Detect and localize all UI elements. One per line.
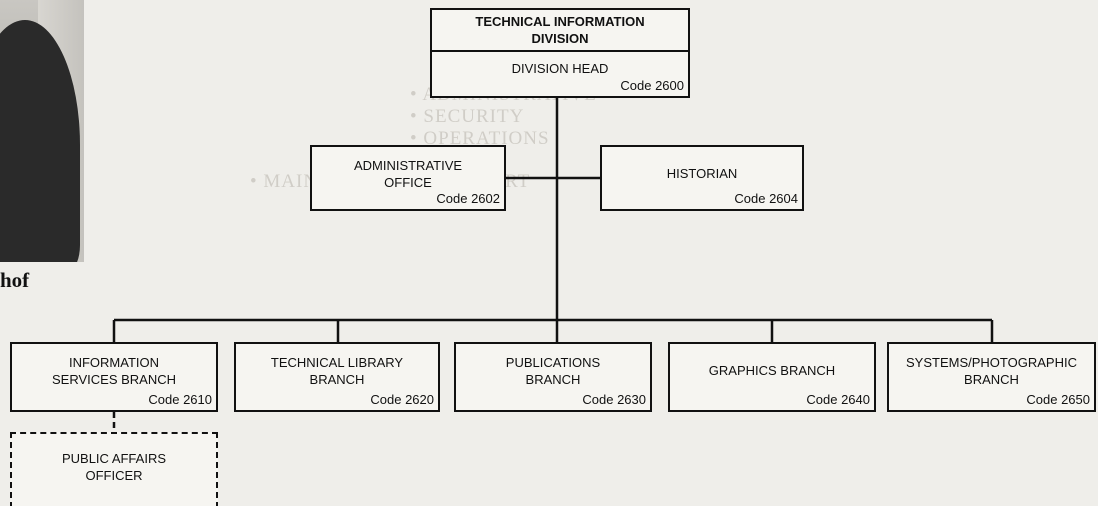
branch-line1: INFORMATION	[68, 355, 160, 370]
branch-code: Code 2630	[582, 392, 646, 407]
branch-box-technical-library: TECHNICAL LIBRARY BRANCH Code 2620	[234, 342, 440, 412]
branch-line2: BRANCH	[309, 372, 365, 387]
photo-caption: hof	[0, 268, 30, 292]
staff-box-historian: HISTORIAN Code 2604	[600, 145, 804, 211]
sub-unit-line1: PUBLIC AFFAIRS	[61, 451, 167, 466]
branch-code: Code 2640	[806, 392, 870, 407]
division-head-box: DIVISION HEAD Code 2600	[430, 50, 690, 98]
branch-box-publications: PUBLICATIONS BRANCH Code 2630	[454, 342, 652, 412]
branch-line1: PUBLICATIONS	[505, 355, 601, 370]
branch-code: Code 2650	[1026, 392, 1090, 407]
ghost-line-2: • SECURITY	[410, 106, 525, 127]
branch-line1: TECHNICAL LIBRARY	[270, 355, 404, 370]
division-title-line1: TECHNICAL INFORMATION	[475, 14, 645, 29]
branch-line2: SERVICES BRANCH	[51, 372, 176, 387]
branch-line1: GRAPHICS BRANCH	[708, 363, 836, 378]
division-title-line2: DIVISION	[531, 31, 589, 46]
branch-line1: SYSTEMS/PHOTOGRAPHIC	[906, 355, 1077, 370]
ghost-line-3: • OPERATIONS	[410, 128, 550, 149]
sub-unit-box-public-affairs: PUBLIC AFFAIRS OFFICER	[10, 432, 218, 506]
staff-code: Code 2602	[436, 191, 500, 206]
staff-line1: ADMINISTRATIVE	[353, 158, 463, 173]
staff-code: Code 2604	[734, 191, 798, 206]
branch-line2: BRANCH	[964, 372, 1019, 387]
branch-box-systems-photographic: SYSTEMS/PHOTOGRAPHIC BRANCH Code 2650	[887, 342, 1096, 412]
division-head-label: DIVISION HEAD	[511, 61, 609, 76]
staff-box-administrative: ADMINISTRATIVE OFFICE Code 2602	[310, 145, 506, 211]
division-title-box: TECHNICAL INFORMATION DIVISION	[430, 8, 690, 50]
portrait-photo	[0, 0, 84, 262]
staff-line1: HISTORIAN	[666, 166, 738, 181]
branch-line2: BRANCH	[525, 372, 581, 387]
sub-unit-line2: OFFICER	[85, 468, 143, 483]
branch-code: Code 2610	[148, 392, 212, 407]
branch-code: Code 2620	[370, 392, 434, 407]
staff-line2: OFFICE	[384, 175, 432, 190]
branch-box-information-services: INFORMATION SERVICES BRANCH Code 2610	[10, 342, 218, 412]
division-head-code: Code 2600	[620, 78, 684, 93]
branch-box-graphics: GRAPHICS BRANCH Code 2640	[668, 342, 876, 412]
